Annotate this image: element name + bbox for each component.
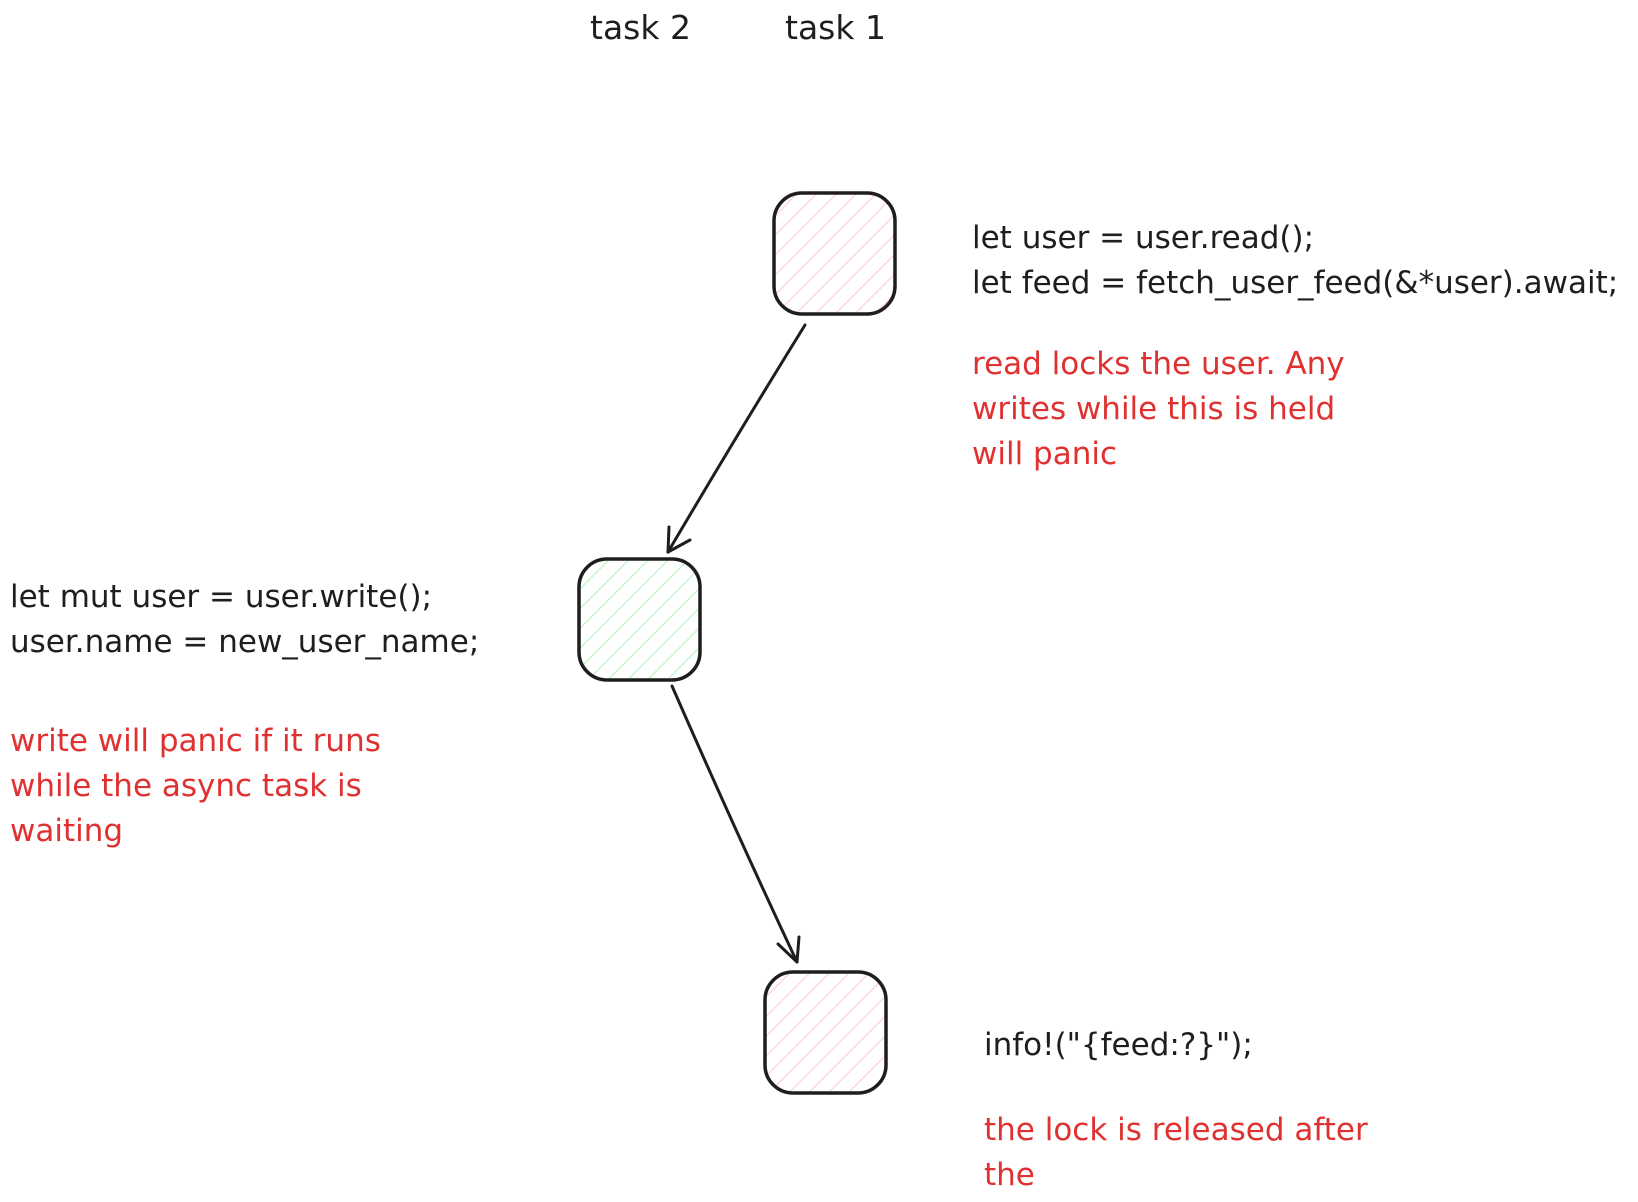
code-line: let user = user.read();	[972, 220, 1315, 256]
arrow-read-to-write	[666, 323, 807, 554]
task1-read-node[interactable]	[772, 191, 897, 316]
write-code: let mut user = user.write(); user.name =…	[10, 575, 479, 665]
code-line: info!("{feed:?}");	[984, 1027, 1253, 1063]
note-line: writes while this is held	[972, 391, 1336, 427]
note-line: while the async task is	[10, 768, 362, 804]
note-line: the lock is released after	[984, 1112, 1368, 1148]
read-code: let user = user.read(); let feed = fetch…	[972, 216, 1618, 306]
read-note: read locks the user. Any writes while th…	[972, 342, 1345, 477]
code-line: user.name = new_user_name;	[10, 624, 480, 660]
task2-write-node[interactable]	[577, 557, 702, 682]
code-line: let feed = fetch_user_feed(&*user).await…	[972, 265, 1619, 301]
info-code: info!("{feed:?}");	[984, 1023, 1253, 1068]
note-line: will panic	[972, 436, 1118, 472]
task1-info-node[interactable]	[763, 970, 888, 1095]
note-line: read locks the user. Any	[972, 346, 1345, 382]
arrow-write-to-info	[670, 684, 801, 964]
task1-header: task 1	[785, 8, 886, 47]
note-line: waiting	[10, 813, 124, 849]
task2-header: task 2	[590, 8, 691, 47]
info-note: the lock is released after the	[984, 1108, 1368, 1198]
code-line: let mut user = user.write();	[10, 579, 433, 615]
write-note: write will panic if it runs while the as…	[10, 719, 381, 854]
note-line: the	[984, 1157, 1035, 1193]
note-line: write will panic if it runs	[10, 723, 381, 759]
